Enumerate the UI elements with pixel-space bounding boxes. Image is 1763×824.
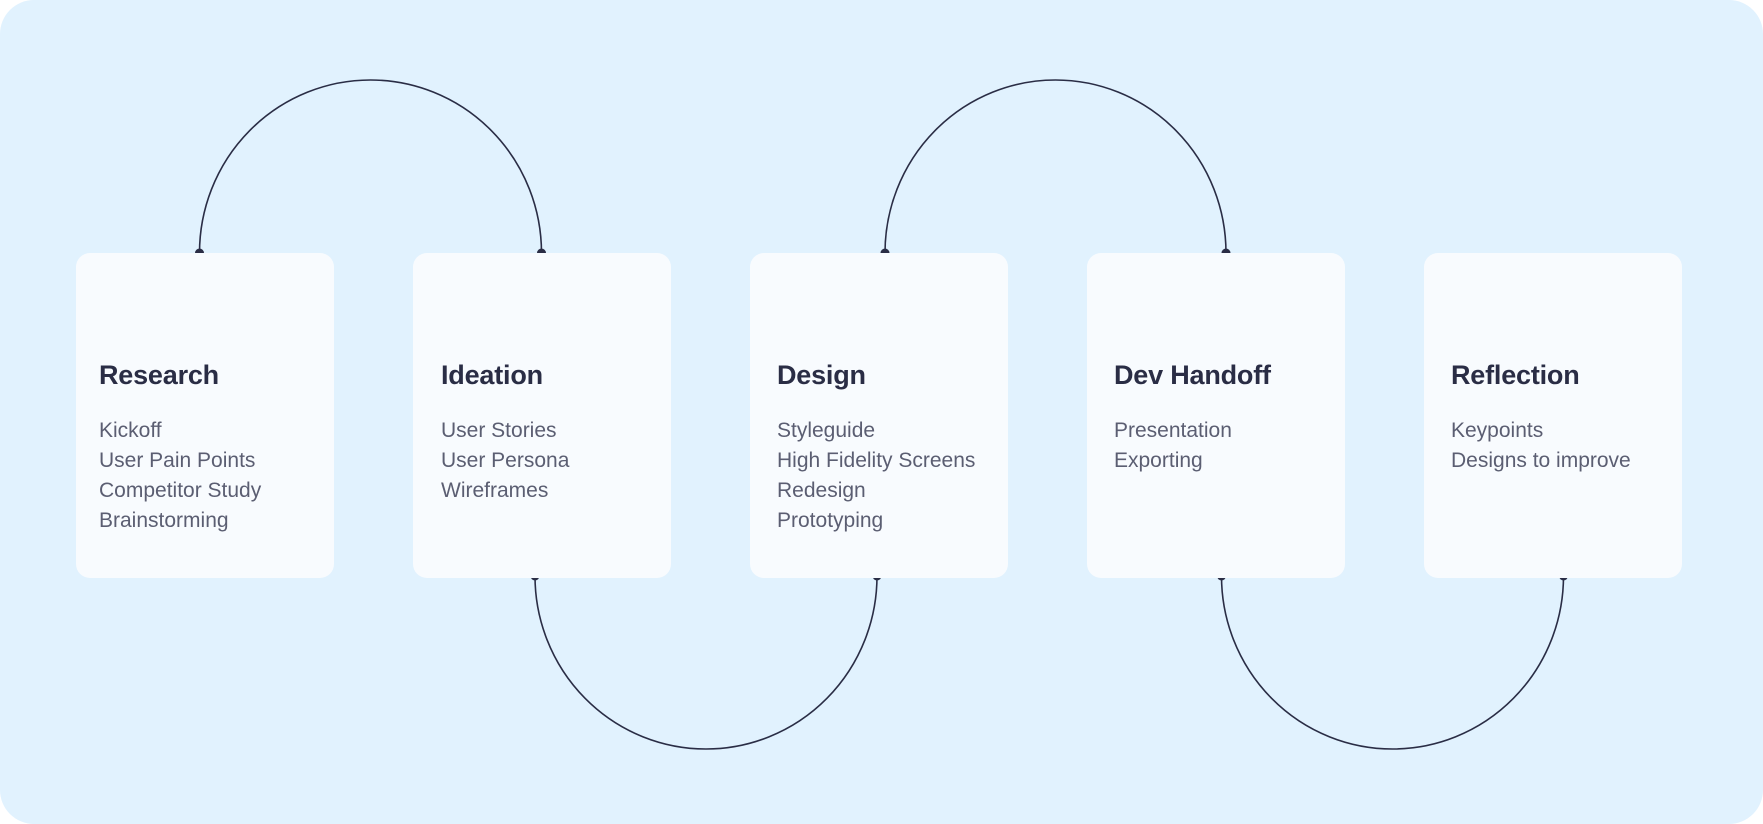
stage-item: Exporting	[1114, 449, 1203, 472]
stage-card-research: Research Kickoff User Pain Points Compet…	[76, 253, 334, 578]
stage-items: Styleguide High Fidelity Screens Redesig…	[777, 416, 975, 536]
stage-card-reflection: Reflection Keypoints Designs to improve	[1424, 253, 1682, 578]
stage-item: Kickoff	[99, 419, 162, 442]
stage-items: Keypoints Designs to improve	[1451, 416, 1631, 476]
connector-devhandoff-reflection	[1220, 575, 1565, 750]
stage-title: Dev Handoff	[1114, 360, 1271, 390]
stage-item: User Persona	[441, 449, 570, 472]
stage-item: Styleguide	[777, 419, 876, 442]
stage-items: Presentation Exporting	[1114, 416, 1232, 476]
stage-item: Competitor Study	[99, 479, 262, 502]
stage-items: Kickoff User Pain Points Competitor Stud…	[99, 416, 261, 536]
stage-item: Redesign	[777, 479, 866, 502]
stage-card-dev-handoff: Dev Handoff Presentation Exporting	[1087, 253, 1345, 578]
stage-item: Presentation	[1114, 419, 1232, 442]
stage-item: Keypoints	[1451, 419, 1544, 442]
stage-card-ideation: Ideation User Stories User Persona Wiref…	[413, 253, 671, 578]
stage-item: High Fidelity Screens	[777, 449, 976, 472]
stage-title: Design	[777, 360, 866, 390]
stage-card-design: Design Styleguide High Fidelity Screens …	[750, 253, 1008, 578]
stage-item: Designs to improve	[1451, 449, 1631, 472]
stage-item: Wireframes	[441, 479, 549, 502]
stage-item: User Stories	[441, 419, 557, 442]
stage-item: Brainstorming	[99, 509, 229, 532]
stage-title: Research	[99, 360, 219, 390]
connector-design-devhandoff	[884, 79, 1227, 254]
connector-research-ideation	[198, 79, 543, 254]
stage-title: Reflection	[1451, 360, 1580, 390]
stage-item: User Pain Points	[99, 449, 256, 472]
stage-title: Ideation	[441, 360, 543, 390]
stage-item: Prototyping	[777, 509, 884, 532]
connector-ideation-design	[534, 575, 878, 750]
stage-items: User Stories User Persona Wireframes	[441, 416, 569, 506]
